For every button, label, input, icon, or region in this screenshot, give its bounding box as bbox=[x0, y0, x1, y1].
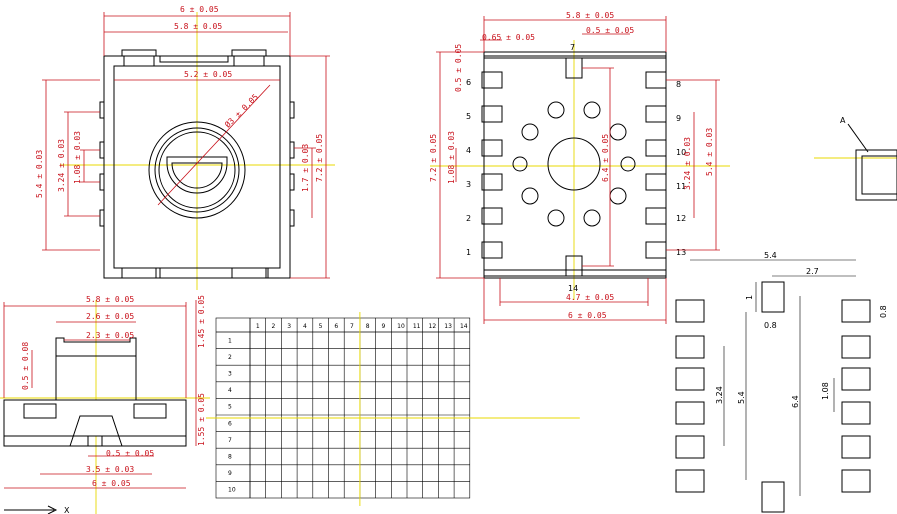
fp-dim-5-4: 5.4 bbox=[737, 391, 746, 404]
table-col-header: 8 bbox=[366, 323, 370, 330]
dim-bottom-6: 6 ± 0.05 bbox=[568, 311, 607, 320]
dim-side-0-5b: 0.5 ± 0.05 bbox=[106, 449, 154, 458]
table-row-header: 9 bbox=[228, 470, 232, 477]
pin-label: 9 bbox=[676, 114, 681, 123]
pin-label: 12 bbox=[676, 214, 686, 223]
pin-label: 10 bbox=[676, 148, 686, 157]
dim-top-5-8: 5.8 ± 0.05 bbox=[174, 22, 222, 31]
table-col-header: 14 bbox=[460, 323, 468, 330]
pin-label: 8 bbox=[676, 80, 681, 89]
dim-side-1-55: 1.55 ± 0.05 bbox=[197, 393, 206, 446]
table-col-header: 7 bbox=[350, 323, 354, 330]
table-col-header: 10 bbox=[397, 323, 405, 330]
side-view: 5.8 ± 0.05 2.6 ± 0.05 2.3 ± 0.05 1.45 ± … bbox=[0, 295, 210, 514]
fp-dim-2-7: 2.7 bbox=[806, 267, 819, 276]
pin-label: 6 bbox=[466, 78, 471, 87]
table-row-header: 10 bbox=[228, 487, 236, 494]
table-row-header: 1 bbox=[228, 337, 232, 344]
fp-dim-5-4-top: 5.4 bbox=[764, 251, 777, 260]
fp-dim-3-24: 3.24 bbox=[715, 386, 724, 404]
pin-label: 14 bbox=[568, 284, 578, 293]
detail-a: A bbox=[814, 116, 897, 201]
table-col-header: 5 bbox=[319, 323, 323, 330]
dim-bottom-0-65: 0.65 ± 0.05 bbox=[482, 33, 535, 42]
dim-top-3-24: 3.24 ± 0.03 bbox=[57, 139, 66, 192]
pin-label: 2 bbox=[466, 214, 471, 223]
fp-dim-0-8-b: 0.8 bbox=[879, 305, 888, 318]
dim-bottom-0-5-top: 0.5 ± 0.05 bbox=[586, 26, 634, 35]
dim-top-5-2: 5.2 ± 0.05 bbox=[184, 70, 232, 79]
table-col-header: 2 bbox=[272, 323, 276, 330]
fp-dim-1: 1 bbox=[745, 295, 754, 300]
dim-top-diameter: Ø3 ± 0.05 bbox=[222, 92, 260, 130]
pin-label: 5 bbox=[466, 112, 471, 121]
fp-dim-1-08: 1.08 bbox=[821, 382, 830, 400]
dim-bottom-4-7: 4.7 ± 0.05 bbox=[566, 293, 614, 302]
dim-top-5-4: 5.4 ± 0.03 bbox=[35, 150, 44, 198]
dim-top-1-7: 1.7 ± 0.03 bbox=[301, 144, 310, 192]
dim-side-0-5: 0.5 ± 0.08 bbox=[21, 342, 30, 390]
table-row-header: 5 bbox=[228, 404, 232, 411]
table-row-header: 6 bbox=[228, 420, 232, 427]
table-col-header: 3 bbox=[287, 323, 291, 330]
pin-label: 7 bbox=[570, 43, 575, 52]
dim-side-5-8: 5.8 ± 0.05 bbox=[86, 295, 134, 304]
table-frame bbox=[215, 317, 471, 499]
table-col-header: 6 bbox=[334, 323, 338, 330]
table-row-header: 7 bbox=[228, 437, 232, 444]
dim-top-6: 6 ± 0.05 bbox=[180, 5, 219, 14]
table-col-header: 9 bbox=[381, 323, 385, 330]
dim-side-2-3: 2.3 ± 0.05 bbox=[86, 331, 134, 340]
dim-bottom-5-8: 5.8 ± 0.05 bbox=[566, 11, 614, 20]
dim-side-1-45: 1.45 ± 0.05 bbox=[197, 295, 206, 348]
pcb-footprint: 5.4 2.7 1 0.8 0.8 3.24 5.4 6.4 1.08 bbox=[675, 251, 888, 513]
table-row-header: 4 bbox=[228, 387, 232, 394]
table-row-header: 2 bbox=[228, 354, 232, 361]
pin-label: 1 bbox=[466, 248, 471, 257]
table-col-header: 1 bbox=[256, 323, 260, 330]
table-row-header: 3 bbox=[228, 371, 232, 378]
axis-x-label: X bbox=[64, 506, 70, 514]
dim-bottom-0-5-left: 0.5 ± 0.05 bbox=[454, 44, 463, 92]
fp-dim-6-4: 6.4 bbox=[791, 395, 800, 408]
pin-label: 11 bbox=[676, 182, 686, 191]
bottom-view: 6 5 4 3 2 1 8 9 10 11 12 13 7 14 5.8 ± 0… bbox=[429, 11, 730, 324]
pin-label: 3 bbox=[466, 180, 471, 189]
detail-a-label: A bbox=[840, 116, 846, 125]
dim-bottom-3-24: 3.24 ± 0.03 bbox=[683, 137, 692, 190]
dim-bottom-6-4: 6.4 ± 0.05 bbox=[601, 134, 610, 182]
table-col-header: 4 bbox=[303, 323, 307, 330]
dim-side-3-5: 3.5 ± 0.03 bbox=[86, 465, 134, 474]
table-row-header: 8 bbox=[228, 454, 232, 461]
dim-bottom-1-08: 1.08 ± 0.03 bbox=[447, 131, 456, 184]
table-col-header: 13 bbox=[444, 323, 452, 330]
pin-label: 13 bbox=[676, 248, 686, 257]
dim-top-1-08: 1.08 ± 0.03 bbox=[73, 131, 82, 184]
pin-label: 4 bbox=[466, 146, 471, 155]
dim-bottom-7-2: 7.2 ± 0.05 bbox=[429, 134, 438, 182]
top-view: Ø3 ± 0.05 6 ± 0.05 5.8 ± 0.05 5.2 ± 0.05… bbox=[35, 5, 335, 290]
table-col-header: 11 bbox=[413, 323, 421, 330]
dim-side-6: 6 ± 0.05 bbox=[92, 479, 131, 488]
dim-top-7-2: 7.2 ± 0.05 bbox=[315, 134, 324, 182]
dim-side-2-6: 2.6 ± 0.05 bbox=[86, 312, 134, 321]
table-col-header: 12 bbox=[429, 323, 437, 330]
fp-dim-0-8-a: 0.8 bbox=[764, 321, 777, 330]
dim-bottom-5-4: 5.4 ± 0.03 bbox=[705, 128, 714, 176]
